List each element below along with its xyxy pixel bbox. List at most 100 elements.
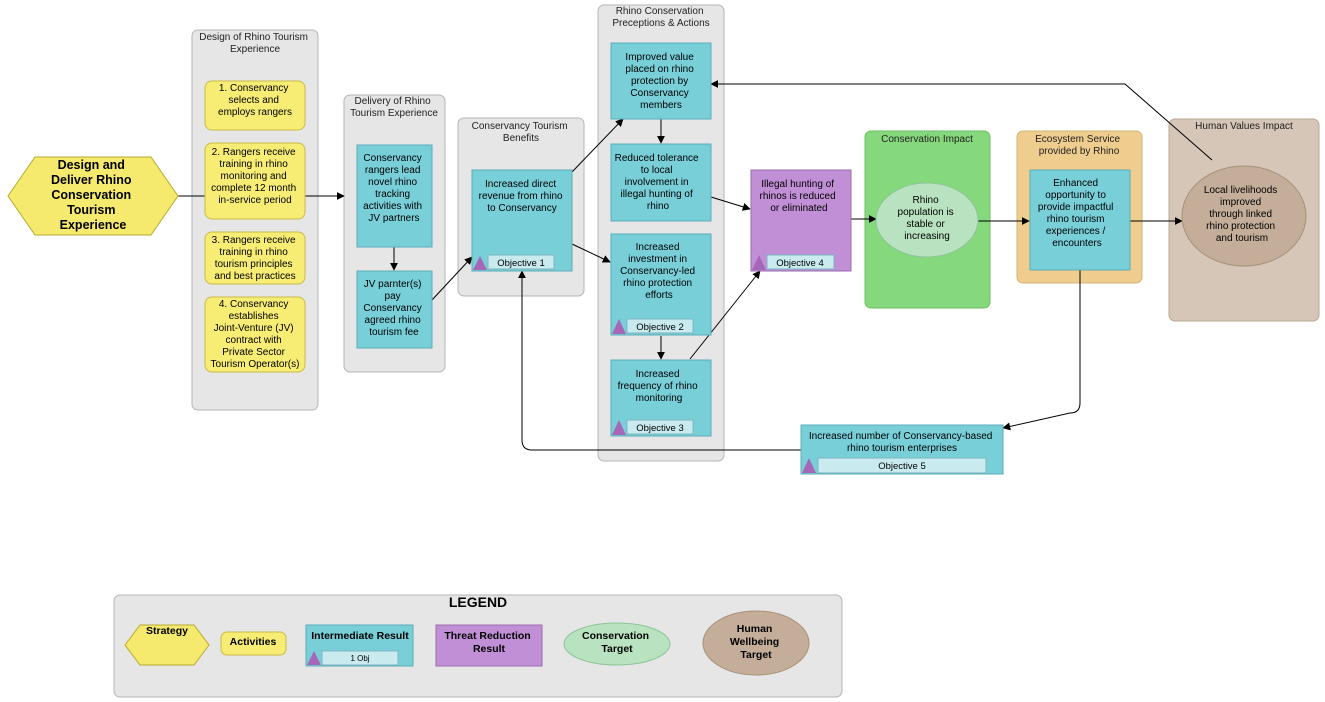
activity-3-line-2: training in rhino: [219, 247, 288, 258]
svg-text:Illegal hunting of rhino: Illegal hunting of rhinos is reduced or …: [760, 179, 839, 214]
svg-text:Increased frequency of r: Increased frequency of rhino monitoring: [618, 369, 701, 404]
legend-activities: Activities: [220, 631, 287, 656]
svg-text:Increased investment in: Increased investment in Conservancy-led …: [620, 242, 698, 301]
investment-line-5: efforts: [645, 290, 673, 301]
ecosystem-line-1: Enhanced: [1053, 178, 1098, 189]
result-ecosystem-service[interactable]: Enhanced opportunity to provide impactfu…: [1029, 169, 1131, 271]
svg-text:Design of Rhino Tourism: Design of Rhino Tourism Experience: [199, 32, 311, 55]
activity-3[interactable]: 3. Rangers receive training in rhino tou…: [204, 231, 306, 285]
svg-text:Conservation Target: Conservation Target: [582, 630, 652, 655]
legend-conservation-line-2: Target: [601, 643, 633, 655]
activity-4-line-4: contract with: [226, 335, 282, 346]
group-benefits-title-2: Benefits: [503, 133, 539, 144]
enterprises-line-2: rhino tourism enterprises: [847, 443, 957, 454]
objective-5-badge: [817, 457, 987, 474]
group-ecosystem-title-1: Ecosystem Service: [1035, 134, 1120, 145]
legend-title: LEGEND: [449, 594, 507, 610]
result-monitoring[interactable]: Increased frequency of rhino monitoring …: [610, 359, 712, 437]
activity-1-line-1: 1. Conservancy: [219, 83, 288, 94]
legend: LEGEND Strategy Activities Intermediate …: [113, 594, 843, 698]
legend-threat-line-1: Threat Reduction: [444, 630, 530, 642]
wellbeing-line-4: rhino protection: [1206, 221, 1275, 232]
activity-1[interactable]: 1. Conservancy selects and employs range…: [204, 80, 306, 131]
legend-intermediate-label: Intermediate Result: [311, 630, 409, 642]
svg-text:Reduced tolerance to loc: Reduced tolerance to local involvement i…: [615, 153, 702, 212]
activity-2-line-2: training in rhino: [219, 159, 288, 170]
group-perceptions-title-2: Preceptions & Actions: [612, 18, 709, 29]
revenue-line-1: Increased direct: [485, 179, 556, 190]
connector-monitoring-to-threat: [689, 270, 761, 360]
legend-strategy-label: Strategy: [146, 625, 188, 637]
svg-text:Threat Reduction Resul: Threat Reduction Result: [444, 630, 533, 655]
connector-tolerance-to-threat: [710, 196, 751, 211]
objective-5-label: Objective 5: [878, 461, 926, 472]
wellbeing-line-1: Local livelihoods: [1204, 185, 1277, 196]
group-human-values-title: Human Values Impact: [1195, 121, 1293, 132]
legend-conservation: Conservation Target: [563, 622, 671, 666]
activity-4-line-1: 4. Conservancy: [219, 299, 288, 310]
human-wellbeing-node[interactable]: Local livelihoods improved through linke…: [1181, 165, 1307, 267]
result-tolerance[interactable]: Reduced tolerance to local involvement i…: [610, 143, 712, 222]
result-revenue[interactable]: Increased direct revenue from rhino to C…: [471, 169, 573, 272]
investment-line-3: Conservancy-led: [620, 266, 695, 277]
svg-text:Increased direct revenue: Increased direct revenue from rhino to C…: [479, 179, 566, 214]
value-line-4: Conservancy: [630, 88, 688, 99]
activity-3-line-3: tourism principles: [215, 259, 293, 270]
rangers-lead-line-4: tracking: [375, 189, 410, 200]
tolerance-line-2: to local: [641, 165, 673, 176]
threat-reduction-node[interactable]: Illegal hunting of rhinos is reduced or …: [750, 169, 852, 272]
jv-pay-line-3: Conservancy: [363, 303, 421, 314]
group-delivery-title-1: Delivery of Rhino: [355, 96, 432, 107]
revenue-line-3: to Conservancy: [487, 203, 556, 214]
svg-text:Design and Deliver Rhino: Design and Deliver Rhino Conservation To…: [51, 158, 135, 232]
result-rangers-lead[interactable]: Conservancy rangers lead novel rhino tra…: [356, 144, 433, 248]
legend-intermediate: Intermediate Result 1 Obj: [305, 624, 414, 667]
jv-pay-line-1: JV parnter(s): [364, 279, 422, 290]
rangers-lead-line-1: Conservancy: [363, 153, 421, 164]
strategy-line-2: Deliver Rhino: [51, 173, 132, 187]
group-design-title-2: Experience: [230, 44, 280, 55]
strategy-line-1: Design and: [58, 158, 125, 172]
strategy-node[interactable]: Design and Deliver Rhino Conservation To…: [7, 156, 179, 236]
activity-2-line-5: in-service period: [218, 195, 291, 206]
svg-text:1. Conservancy selects a: 1. Conservancy selects and employs range…: [218, 83, 292, 118]
connector-ecosystem-to-enterprises: [1002, 270, 1081, 431]
svg-text:Increased number of Conservanc: Increased number of Conservancy-based rh…: [809, 431, 995, 454]
tolerance-line-1: Reduced tolerance: [615, 153, 699, 164]
result-value[interactable]: Improved value placed on rhino protectio…: [610, 42, 712, 120]
strategy-line-4: Tourism: [67, 203, 115, 217]
legend-intermediate-obj: 1 Obj: [350, 654, 369, 663]
svg-text:Ecosystem Service provid: Ecosystem Service provided by Rhino: [1035, 134, 1123, 157]
group-conservation-impact-title: Conservation Impact: [881, 134, 973, 145]
strategy-line-5: Experience: [60, 218, 127, 232]
jv-pay-line-2: pay: [385, 291, 401, 302]
svg-text:Rhino Conservation Prece: Rhino Conservation Preceptions & Actions: [612, 6, 709, 29]
threat-line-2: rhinos is reduced: [760, 191, 836, 202]
monitoring-line-3: monitoring: [636, 393, 683, 404]
objective-2-label: Objective 2: [636, 322, 684, 333]
result-enterprises[interactable]: Increased number of Conservancy-based rh…: [800, 424, 1004, 475]
investment-line-2: investment in: [628, 254, 687, 265]
svg-text:Human Wellbeing: Human Wellbeing Target: [730, 623, 782, 661]
monitoring-line-1: Increased: [636, 369, 680, 380]
result-investment[interactable]: Increased investment in Conservancy-led …: [610, 233, 712, 336]
conservation-target-node[interactable]: Rhino population is stable or increasing: [875, 182, 979, 258]
objective-1-label: Objective 1: [497, 258, 545, 269]
revenue-line-2: revenue from rhino: [479, 191, 563, 202]
wellbeing-line-3: through linked: [1209, 209, 1272, 220]
activity-2-line-1: 2. Rangers receive: [212, 147, 296, 158]
svg-text:Conservancy rangers lead: Conservancy rangers lead novel rhino tra…: [363, 153, 425, 224]
connectors: [178, 80, 1213, 451]
activity-1-line-3: employs rangers: [218, 107, 292, 118]
group-design-title-1: Design of Rhino Tourism: [199, 32, 308, 43]
activity-2[interactable]: 2. Rangers receive training in rhino mon…: [204, 142, 306, 220]
connector-revenue-to-investment: [571, 243, 611, 263]
activity-4[interactable]: 4. Conservancy establishes Joint-Venture…: [204, 296, 306, 373]
objective-1-badge: [487, 254, 555, 270]
result-jv-pay[interactable]: JV parnter(s) pay Conservancy agreed rhi…: [356, 270, 433, 349]
connector-wellbeing-to-value: [710, 80, 1213, 161]
activity-3-line-4: and best practices: [214, 271, 295, 282]
objective-triangle-icon: [802, 458, 816, 473]
legend-strategy: Strategy: [124, 624, 210, 666]
